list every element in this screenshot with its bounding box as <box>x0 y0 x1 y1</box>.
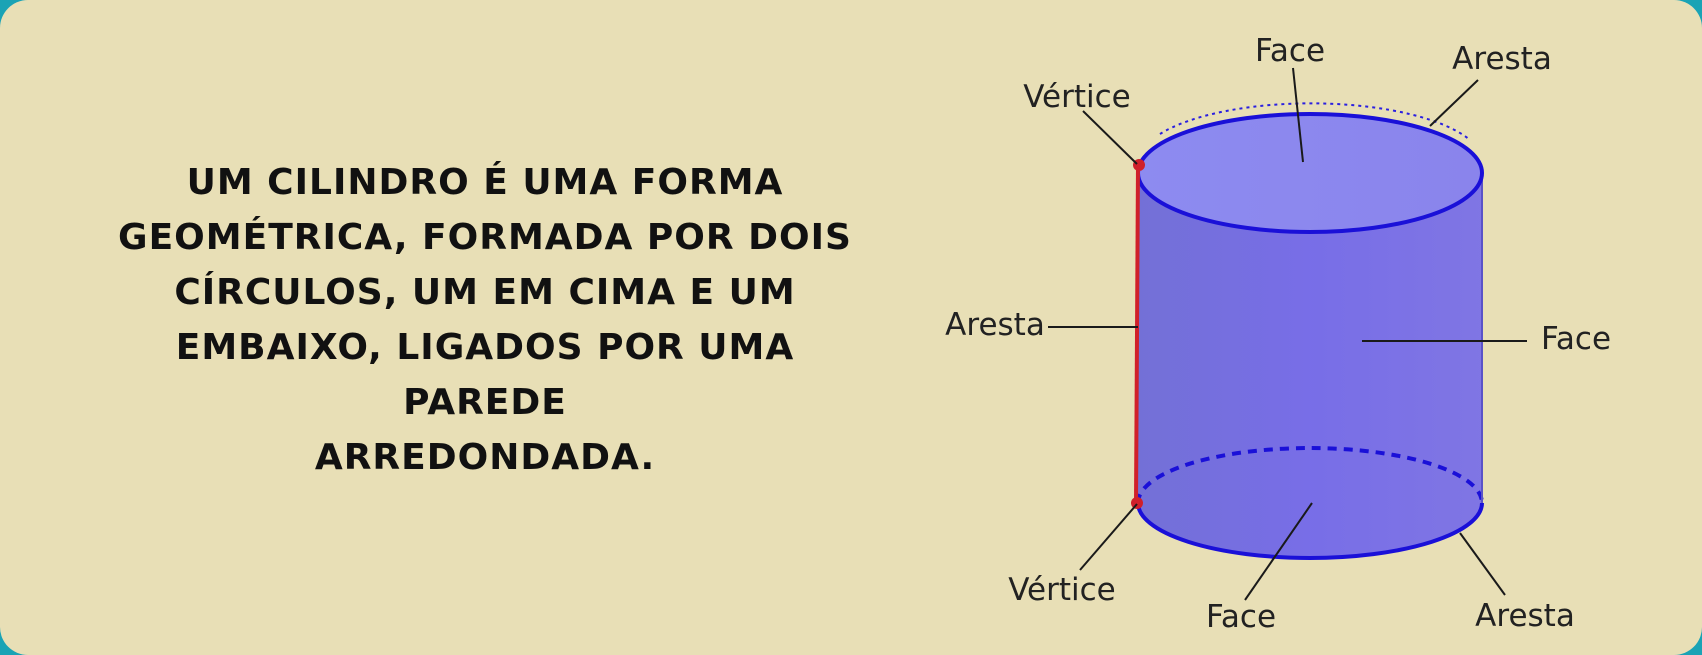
leader-face-bottom <box>1244 502 1313 601</box>
vertex-bottom-dot <box>1131 497 1143 509</box>
label-vertice-top: Vértice <box>1023 79 1131 115</box>
label-aresta-top: Aresta <box>1452 41 1552 77</box>
description-line-4: EMBAIXO, LIGADOS POR UMA PAREDE <box>175 327 795 423</box>
label-face-top: Face <box>1255 33 1325 69</box>
leader-aresta-bottom <box>1459 532 1506 596</box>
label-face-bottom: Face <box>1206 599 1276 635</box>
highlighted-edge <box>1134 164 1140 504</box>
leader-aresta-top <box>1429 79 1479 127</box>
cylinder-lateral-face <box>1137 165 1482 558</box>
bottom-base-front-edge <box>1136 502 1484 560</box>
label-face-right: Face <box>1541 321 1611 357</box>
leader-vertice-bottom <box>1079 503 1138 571</box>
description-text: UM CILINDRO É UMA FORMA GEOMÉTRICA, FORM… <box>110 155 860 485</box>
description-line-2: GEOMÉTRICA, FORMADA POR DOIS <box>118 217 852 258</box>
leader-face-top <box>1292 67 1304 163</box>
label-aresta-bottom: Aresta <box>1475 598 1575 634</box>
label-aresta-left: Aresta <box>945 307 1045 343</box>
description-line-1: UM CILINDRO É UMA FORMA <box>186 162 784 203</box>
description-line-3: CÍRCULOS, UM EM CIMA E UM <box>174 272 796 313</box>
label-vertice-bottom: Vértice <box>1008 572 1116 608</box>
top-base-face <box>1136 112 1484 234</box>
bottom-base-hidden-edge <box>1136 446 1484 504</box>
description-line-5: ARREDONDADA. <box>314 437 656 478</box>
leader-vertice-top <box>1082 110 1138 165</box>
